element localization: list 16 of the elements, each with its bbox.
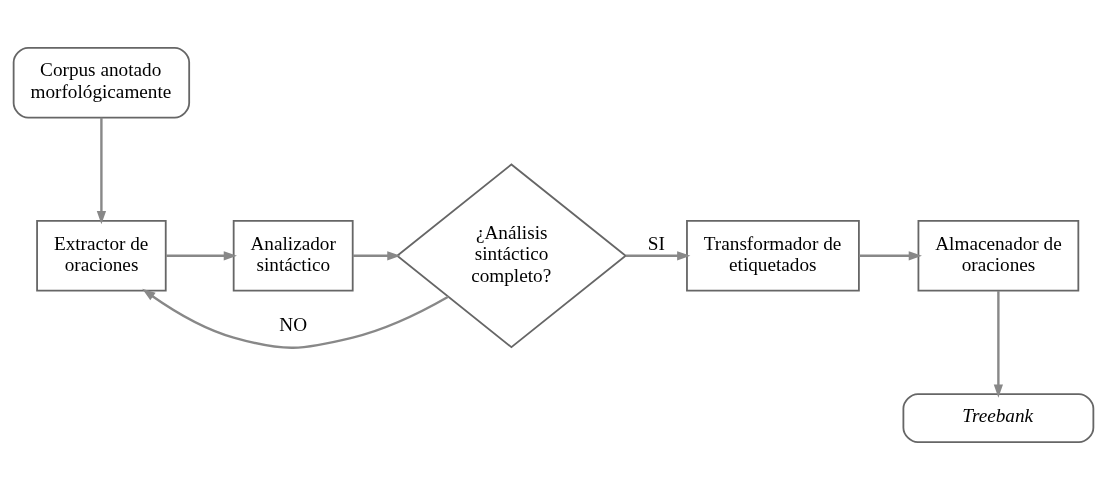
node-box: Analizador sintáctico xyxy=(232,219,354,292)
arrow xyxy=(166,250,237,260)
arrow xyxy=(142,288,449,349)
arrow xyxy=(859,250,922,260)
edge-label: SI xyxy=(647,232,665,254)
node-diamond: ¿Análisis sintáctico completo? xyxy=(395,162,628,348)
node-box: Transformador de etiquetados xyxy=(686,219,860,292)
arrow xyxy=(352,250,401,260)
node-box: Treebank xyxy=(902,392,1095,443)
node-box: Almacenador de oraciones xyxy=(917,219,1080,292)
arrow xyxy=(625,250,691,260)
arrow xyxy=(993,290,1004,398)
node-box: Corpus anotado morfológicamente xyxy=(12,46,191,118)
edge-label: NO xyxy=(279,313,308,335)
node-box: Extractor de oraciones xyxy=(36,219,167,292)
arrow xyxy=(96,117,107,224)
